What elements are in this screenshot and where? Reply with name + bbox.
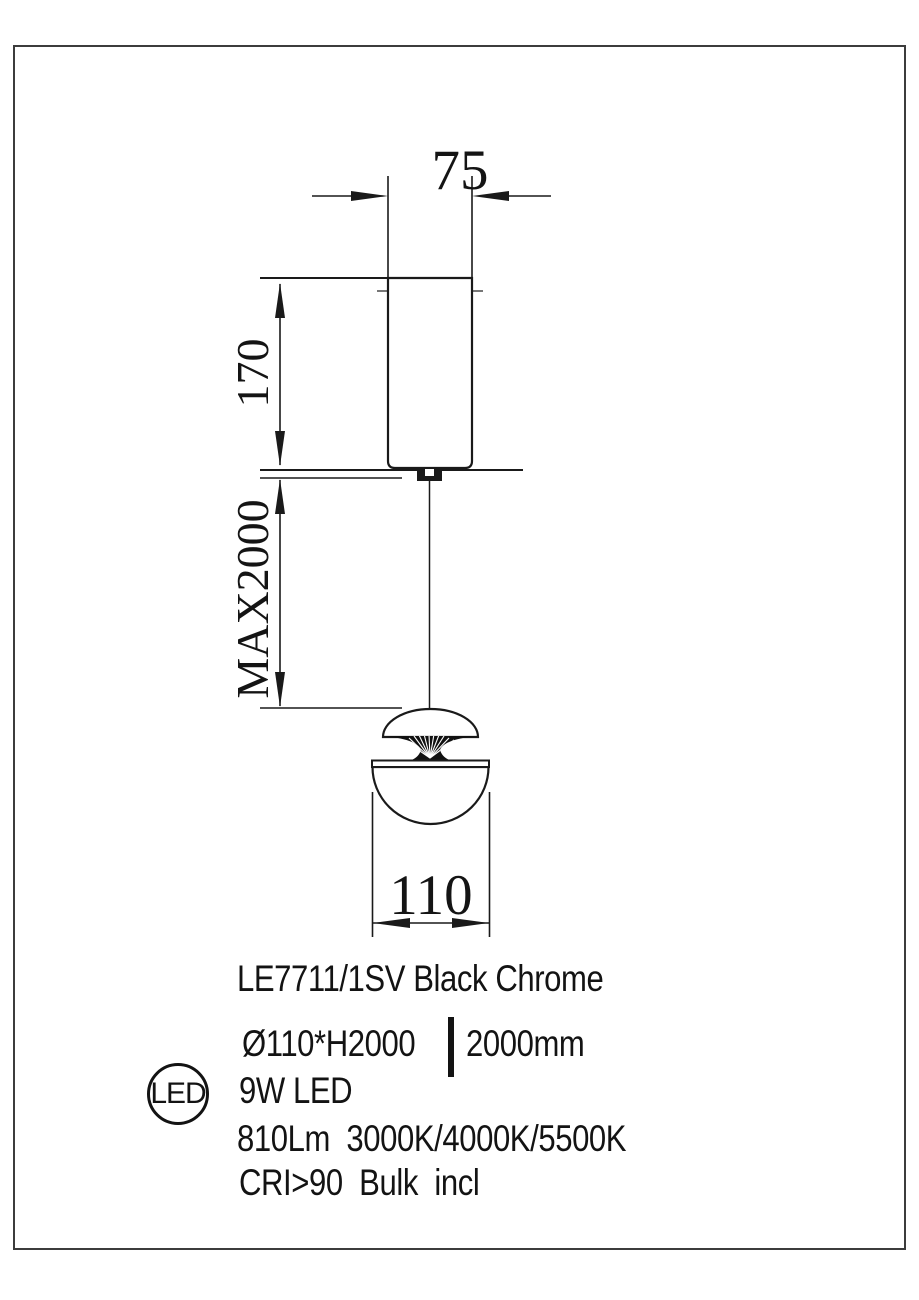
- dim-canopy-height: [275, 283, 285, 466]
- power-spec: 9W LED: [239, 1070, 353, 1111]
- lamp-plate: [371, 759, 490, 768]
- lamp-dome: [381, 707, 480, 739]
- sheet-border: [13, 45, 906, 1250]
- led-badge-label: LED: [150, 1077, 206, 1110]
- size-spec: Ø110*H2000: [242, 1023, 416, 1064]
- dim-label-canopy-width: 75: [432, 139, 489, 202]
- dim-label-shade-diameter: 110: [389, 864, 472, 927]
- spec-divider: [448, 1017, 454, 1077]
- dim-shade-diameter: [371, 792, 491, 937]
- lamp-trumpet: [385, 736, 476, 761]
- lumen-cct-spec: 810Lm 3000K/4000K/5500K: [237, 1118, 627, 1159]
- dim-label-canopy-height: 170: [227, 339, 278, 408]
- model-name: LE7711/1SV Black Chrome: [237, 958, 604, 999]
- lamp-hemisphere: [371, 765, 490, 826]
- cable-length: 2000mm: [466, 1023, 585, 1064]
- cri-bulb-spec: CRI>90 Bulk incl: [239, 1162, 480, 1203]
- lamp-head: [371, 707, 490, 826]
- led-badge: LED: [147, 1063, 209, 1125]
- dim-label-max-suspension: MAX2000: [227, 499, 278, 698]
- dim-max-suspension: [260, 479, 402, 709]
- canopy: [260, 276, 523, 481]
